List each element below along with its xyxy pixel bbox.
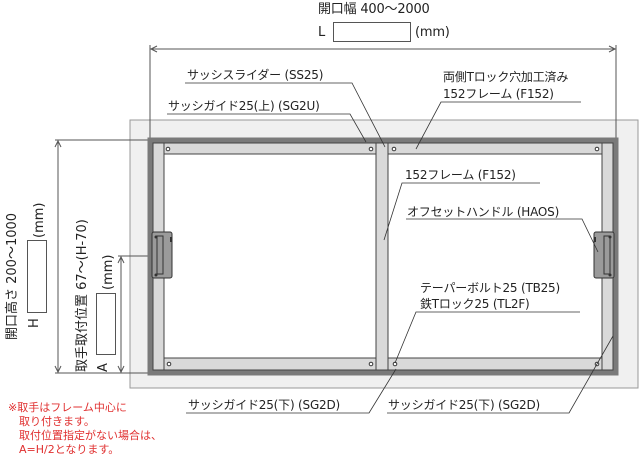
note-line: 取り付きます。 (8, 415, 95, 428)
callout-frame-top-line1: 両側Tロック穴加工済み (443, 70, 569, 84)
left-offset-handle (151, 231, 173, 279)
height-var-label: H (27, 318, 42, 328)
width-unit-label: (mm) (415, 25, 450, 40)
callout-taper-bolt: テーパーボルト25 (TB25) (420, 281, 560, 295)
note-line: A=H/2となります。 (8, 443, 120, 456)
width-var-label: L (318, 25, 326, 40)
height-range-label: 開口高さ 200〜1000 (5, 212, 20, 340)
width-input[interactable] (333, 22, 411, 42)
callout-t-lock: 鉄Tロック25 (TL2F) (420, 297, 530, 311)
middle-stile (375, 142, 389, 371)
outer-frame-edge (147, 137, 619, 376)
note-line: ※取手はフレーム中心に (8, 401, 127, 414)
callout-sash-slider: サッシスライダー (SS25) (187, 68, 324, 82)
width-dimension-line (149, 45, 617, 140)
handle-position-input[interactable] (96, 293, 116, 355)
height-input[interactable] (27, 240, 47, 313)
callout-offset-handle: オフセットハンドル (HAOS) (407, 205, 560, 219)
mounting-note: ※取手はフレーム中心に 取り付きます。 取付位置指定がない場合は、 A=H/2と… (8, 401, 162, 457)
leader-lines (167, 82, 614, 414)
height-unit-label: (mm) (32, 202, 47, 238)
callout-sash-guide-top: サッシガイド25(上) (SG2U) (168, 99, 320, 113)
handle-position-range-label: 取手取付位置 67〜(H-70) (75, 219, 90, 372)
height-dimension-line (54, 139, 150, 374)
right-pane (387, 153, 603, 359)
handle-position-var-label: A (96, 363, 111, 372)
callout-frame-top-line2: 152フレーム (F152) (443, 87, 554, 101)
right-offset-handle (593, 231, 615, 279)
width-range-label: 開口幅 400〜2000 (318, 2, 430, 17)
callout-sash-guide-bottom-right: サッシガイド25(下) (SG2D) (388, 398, 541, 412)
note-line: 取付位置指定がない場合は、 (8, 429, 162, 442)
callout-sash-guide-bottom-left: サッシガイド25(下) (SG2D) (188, 398, 341, 412)
handle-position-unit-label: (mm) (101, 254, 116, 290)
left-pane (163, 153, 377, 359)
callout-frame-mid: 152フレーム (F152) (405, 168, 516, 182)
